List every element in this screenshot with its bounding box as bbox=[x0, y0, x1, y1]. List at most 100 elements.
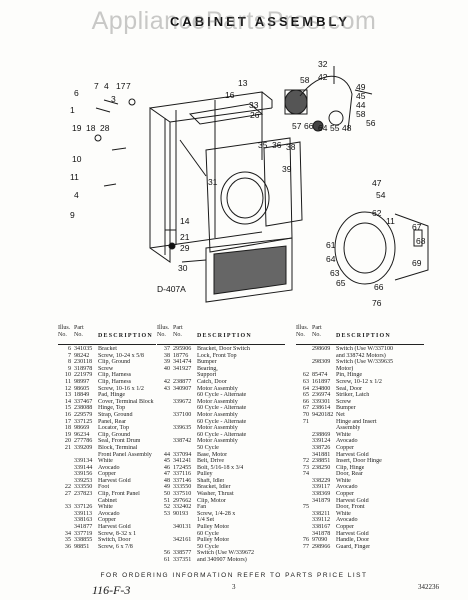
illus-number bbox=[157, 399, 173, 406]
illus-number: 16 bbox=[64, 411, 71, 418]
document-number: 342236 bbox=[418, 583, 439, 591]
part-description: 60 Cycle - Alternate bbox=[197, 418, 247, 425]
illus-number: 39 bbox=[163, 359, 170, 366]
handwritten-note: 116-F-3 bbox=[92, 583, 131, 597]
part-description: Clip, Ground bbox=[98, 431, 131, 438]
part-description: Screw, 1/4-28 x bbox=[197, 510, 236, 517]
part-number bbox=[312, 366, 336, 373]
callout: 48 bbox=[342, 123, 352, 133]
illus-number: 43 bbox=[163, 385, 170, 392]
part-number: 297662 bbox=[173, 497, 192, 504]
part-number: 339672 bbox=[173, 398, 192, 405]
part-number: 18849 bbox=[74, 392, 90, 399]
part-number: 339156 bbox=[74, 471, 93, 478]
callout: 58 bbox=[356, 109, 366, 119]
parts-row: Cabinet bbox=[58, 498, 156, 505]
part-number bbox=[312, 504, 336, 511]
part-number: 338167 bbox=[312, 524, 331, 531]
part-description: Copper bbox=[336, 524, 354, 531]
part-description: Shaft, Idler bbox=[197, 477, 225, 484]
parts-row: and 338742 Motors) bbox=[296, 353, 424, 360]
part-number: 333550 bbox=[74, 484, 93, 491]
callout: 4 bbox=[74, 190, 79, 200]
illus-number: 62 bbox=[302, 372, 309, 379]
illus-number: 38 bbox=[163, 352, 170, 359]
part-description: Harvest Gold bbox=[98, 524, 131, 531]
illus-number bbox=[296, 478, 312, 485]
part-description: Motor Assembly bbox=[197, 438, 238, 445]
part-number bbox=[312, 425, 336, 432]
parts-row: Motor) bbox=[296, 366, 424, 373]
illus-number: 7 bbox=[67, 352, 71, 359]
part-number: 337351 bbox=[173, 557, 192, 563]
part-number: 339117 bbox=[312, 484, 331, 491]
part-description: and 340907 Motors) bbox=[197, 557, 247, 563]
part-description: Motor Assembly bbox=[197, 411, 238, 418]
part-number bbox=[173, 405, 197, 412]
parts-row: 337100 Motor Assembly bbox=[157, 412, 285, 419]
part-description: White bbox=[336, 431, 351, 438]
part-number bbox=[173, 419, 197, 426]
part-number bbox=[173, 372, 197, 379]
illus-number: 19 bbox=[64, 431, 71, 438]
illus-number bbox=[296, 366, 312, 373]
part-number: 338163 bbox=[74, 517, 93, 524]
part-description: Pad, Hinge bbox=[98, 392, 126, 399]
part-description: Screw bbox=[336, 398, 352, 405]
part-number: 229579 bbox=[74, 411, 93, 418]
parts-row: 50 Cycle bbox=[157, 544, 285, 551]
part-number bbox=[173, 432, 197, 439]
part-number bbox=[312, 471, 336, 478]
part-number: 337100 bbox=[173, 411, 192, 418]
part-description: Bracket, Door Switch bbox=[197, 346, 250, 352]
part-number: 339209 bbox=[74, 444, 93, 451]
part-description: and 338742 Motors) bbox=[336, 352, 386, 359]
callout-numbers: 7 4 17 7 6 1 3 19 18 28 10 11 4 9 16 13 … bbox=[70, 59, 426, 308]
callout: 28 bbox=[100, 123, 110, 133]
part-description: Screw, 8-32 x 1 bbox=[98, 530, 137, 537]
callout: 6 bbox=[74, 88, 79, 98]
illus-number bbox=[296, 353, 312, 360]
part-number: 337094 bbox=[173, 451, 192, 458]
part-description: Harvest Gold bbox=[98, 477, 131, 484]
description-header: DESCRIPTION bbox=[197, 333, 252, 339]
part-description: Hinge, Top bbox=[98, 405, 126, 412]
part-description: Handle, Door bbox=[336, 537, 370, 544]
page-title: CABINET ASSEMBLY bbox=[170, 14, 350, 29]
part-number: 85474 bbox=[312, 372, 328, 379]
callout: 76 bbox=[372, 298, 382, 308]
part-number: 318978 bbox=[74, 365, 93, 372]
part-number: 338577 bbox=[173, 550, 192, 557]
part-description: Screw, 6 x 7/8 bbox=[98, 543, 133, 550]
part-number: 98851 bbox=[74, 543, 90, 550]
illus-number bbox=[157, 392, 173, 399]
illus-number bbox=[58, 465, 74, 472]
part-description: White bbox=[98, 458, 113, 465]
callout: 29 bbox=[180, 243, 190, 253]
callout: 55 bbox=[330, 123, 340, 133]
part-number bbox=[173, 392, 197, 399]
part-description: Washer, Thrust bbox=[197, 491, 234, 498]
part-description: White bbox=[336, 510, 351, 517]
illus-number bbox=[157, 438, 173, 445]
